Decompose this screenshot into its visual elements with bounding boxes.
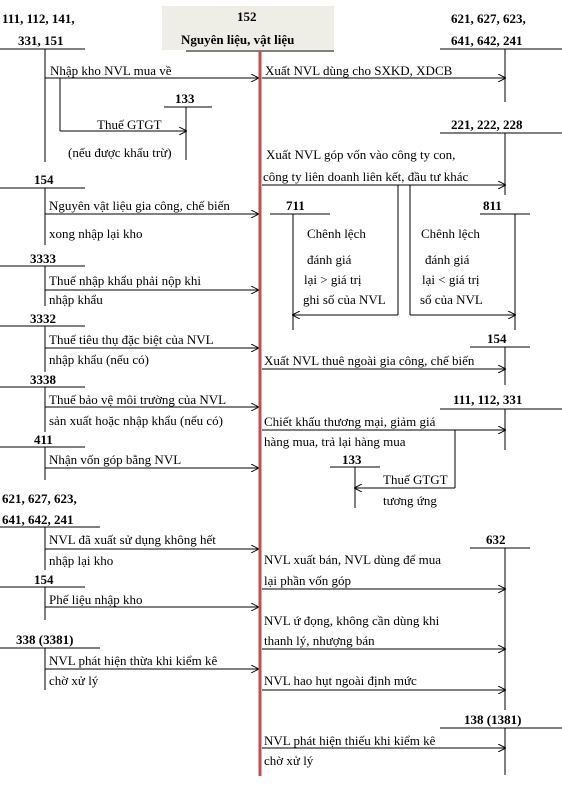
label-loss: NVL hao hụt ngoài định mức [264, 673, 417, 688]
label-env-tax-line2: sản xuất hoặc nhập khẩu (nếu có) [49, 413, 223, 428]
label-discount-line1: Chiết khấu thương mại, giảm giá [264, 414, 436, 429]
left-unused-accounts-line2: 641, 642, 241 [2, 512, 74, 527]
label-shortage-line1: NVL phát hiện thiếu khi kiểm kê [264, 733, 436, 748]
label-diff-711-line1: Chênh lệch [307, 226, 366, 241]
label-invest-line2: công ty liên doanh liên kết, đầu tư khác [263, 169, 469, 184]
label-vat-note-right: tương ứng [383, 493, 437, 508]
acc-711: 711 [286, 198, 305, 213]
label-invest-line1: Xuất NVL góp vốn vào công ty con, [266, 147, 456, 162]
invest-accounts: 221, 222, 228 [451, 117, 523, 132]
label-diff-711-line3: lại > giá trị [304, 272, 362, 287]
label-diff-711-line4: ghi sổ của NVL [303, 292, 386, 307]
acc-133-left: 133 [175, 91, 195, 106]
center-account-code: 152 [237, 9, 257, 24]
label-idle-line2: thanh lý, nhượng bán [264, 633, 375, 648]
label-processing-line1: Nguyên vật liệu gia công, chế biến [49, 198, 230, 213]
acc-3332: 3332 [30, 311, 56, 326]
label-unused-line2: nhập lại kho [49, 553, 114, 568]
right-top-account-line2: 641, 642, 241 [451, 33, 523, 48]
acc-154-right: 154 [487, 331, 507, 346]
acc-811: 811 [483, 198, 502, 213]
label-capital: Nhận vốn góp bằng NVL [49, 452, 182, 467]
right-top-account-line1: 621, 627, 623, [451, 11, 526, 26]
label-diff-711-line2: đánh giá [307, 252, 352, 267]
label-outsource: Xuất NVL thuê ngoài gia công, chế biến [264, 353, 475, 368]
label-purchase: Nhập kho NVL mua về [50, 63, 172, 78]
label-import-duty-line2: nhập khẩu [49, 292, 103, 307]
acc-154-left: 154 [34, 172, 54, 187]
label-discount-line2: hàng mua, trả lại hàng mua [264, 434, 406, 449]
label-diff-811-line1: Chênh lệch [421, 226, 480, 241]
label-usage: Xuất NVL dùng cho SXKD, XDCB [265, 63, 453, 78]
label-surplus-line1: NVL phát hiện thừa khi kiểm kê [49, 653, 218, 668]
label-import-duty-line1: Thuế nhập khẩu phải nộp khi [49, 273, 201, 288]
acc-138: 138 (1381) [464, 712, 522, 727]
acc-3333: 3333 [30, 251, 56, 266]
label-surplus-line2: chờ xử lý [49, 673, 99, 688]
left-unused-accounts-line1: 621, 627, 623, [2, 491, 77, 506]
refund-accounts: 111, 112, 331 [453, 392, 523, 407]
acc-632: 632 [486, 532, 506, 547]
label-vat-note-left: (nếu được khấu trừ) [68, 145, 172, 160]
label-idle-line1: NVL ứ đọng, không cần dùng khi [264, 613, 440, 628]
label-sale-line1: NVL xuất bán, NVL dùng để mua [264, 552, 442, 567]
label-vat-left: Thuế GTGT [97, 117, 162, 132]
left-top-account-line1: 111, 112, 141, [2, 11, 75, 26]
label-diff-811-line3: lại < giá trị [422, 272, 480, 287]
acc-3338: 3338 [30, 372, 56, 387]
label-unused-line1: NVL đã xuất sử dụng không hết [49, 532, 216, 547]
label-env-tax-line1: Thuế bảo vệ môi trường của NVL [49, 392, 227, 407]
acc-411: 411 [34, 432, 53, 447]
left-top-account-line2: 331, 151 [18, 33, 64, 48]
center-account-box [162, 6, 334, 50]
label-excise-line2: nhập khẩu (nếu có) [49, 352, 149, 367]
label-sale-line2: lại phần vốn góp [264, 573, 352, 588]
center-account-title: Nguyên liệu, vật liệu [181, 32, 295, 47]
label-diff-811-line2: đánh giá [425, 252, 470, 267]
label-processing-line2: xong nhập lại kho [49, 226, 143, 241]
label-excise-line1: Thuế tiêu thụ đặc biệt của NVL [49, 332, 214, 347]
label-scrap: Phế liệu nhập kho [49, 592, 143, 607]
label-diff-811-line4: sổ của NVL [420, 292, 483, 307]
acc-338: 338 (3381) [16, 632, 74, 647]
acc-133-right: 133 [342, 452, 362, 467]
label-vat-right: Thuế GTGT [383, 472, 448, 487]
label-shortage-line2: chờ xử lý [264, 753, 314, 768]
acc-154-scrap: 154 [34, 572, 54, 587]
